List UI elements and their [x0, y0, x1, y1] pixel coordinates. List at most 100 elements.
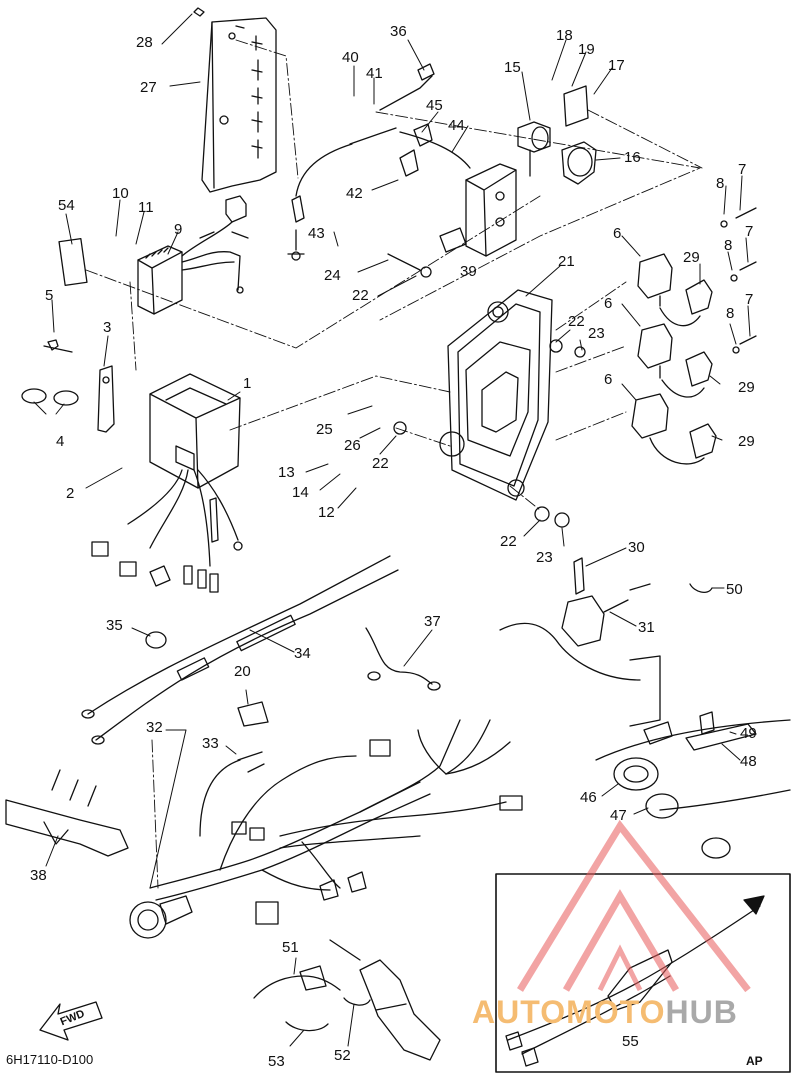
cable-44 — [295, 143, 353, 197]
callout-39: 39 — [460, 263, 477, 280]
callout-6b: 6 — [604, 295, 613, 312]
clip-52 — [343, 997, 371, 1006]
relay-15 — [517, 121, 551, 177]
rectifier-9 — [137, 195, 249, 315]
callout-36: 36 — [390, 23, 407, 40]
callout-23b: 23 — [536, 549, 553, 566]
callout-22d: 22 — [500, 533, 517, 550]
callout-17: 17 — [608, 57, 625, 74]
callout-4: 4 — [56, 433, 65, 450]
inset-box — [495, 873, 791, 1073]
callout-7a: 7 — [738, 161, 747, 178]
caps-33 — [237, 751, 265, 773]
callout-8c: 8 — [726, 305, 735, 322]
callout-22a: 22 — [352, 287, 369, 304]
callout-24: 24 — [324, 267, 341, 284]
callout-33: 33 — [202, 735, 219, 752]
grommet-46 — [613, 757, 659, 791]
callout-32: 32 — [146, 719, 163, 736]
callout-44: 44 — [448, 117, 465, 134]
bracket-38 — [5, 769, 129, 857]
callout-12: 12 — [318, 504, 335, 521]
callout-35: 35 — [106, 617, 123, 634]
callout-31: 31 — [638, 619, 655, 636]
callout-42: 42 — [346, 185, 363, 202]
cover-panel-27 — [193, 7, 277, 193]
holder-16 — [561, 141, 597, 185]
callout-22c: 22 — [372, 455, 389, 472]
part-30 — [573, 557, 585, 595]
clamp-53 — [285, 1021, 329, 1032]
clamps-4 — [21, 388, 79, 406]
callout-51: 51 — [282, 939, 299, 956]
callout-22b: 22 — [568, 313, 585, 330]
callout-28: 28 — [136, 34, 153, 51]
callout-8a: 8 — [716, 175, 725, 192]
callout-21: 21 — [558, 253, 575, 270]
callout-18: 18 — [556, 27, 573, 44]
lead-37 — [365, 627, 433, 685]
callout-2: 2 — [66, 485, 75, 502]
callout-45: 45 — [426, 97, 443, 114]
watermark-text: AUTOMOTOHUB — [472, 994, 738, 1031]
callout-52: 52 — [334, 1047, 351, 1064]
bracket-17 — [563, 85, 589, 127]
callout-3: 3 — [103, 319, 112, 336]
callout-50: 50 — [726, 581, 743, 598]
callout-54: 54 — [58, 197, 75, 214]
callout-49: 49 — [740, 725, 757, 742]
callout-53: 53 — [268, 1053, 285, 1070]
callout-34: 34 — [294, 645, 311, 662]
callout-41: 41 — [366, 65, 383, 82]
ignition-coils-6 — [631, 253, 705, 465]
callout-8b: 8 — [724, 237, 733, 254]
callout-30: 30 — [628, 539, 645, 556]
bolt-49 — [699, 711, 715, 735]
callout-1: 1 — [243, 375, 252, 392]
bracket-3 — [43, 339, 115, 433]
callout-38: 38 — [30, 867, 47, 884]
callout-16: 16 — [624, 149, 641, 166]
base-plate-21 — [439, 289, 553, 501]
starter-relay-39 — [439, 163, 517, 257]
plate-48 — [685, 723, 757, 751]
fwd-arrow-icon — [39, 1001, 103, 1041]
callout-27: 27 — [140, 79, 157, 96]
callout-40: 40 — [342, 49, 359, 66]
leader-lines — [33, 13, 751, 1047]
callout-5: 5 — [45, 287, 54, 304]
callout-47: 47 — [610, 807, 627, 824]
cdi-unit-1 — [91, 373, 243, 593]
assembly-lines — [85, 39, 703, 889]
callout-29c: 29 — [738, 433, 755, 450]
callout-19: 19 — [578, 41, 595, 58]
plug-caps-29 — [659, 279, 717, 459]
callout-20: 20 — [234, 663, 251, 680]
inset-label: AP — [746, 1054, 763, 1068]
clip-50 — [689, 583, 713, 594]
callout-26: 26 — [344, 437, 361, 454]
callout-43: 43 — [308, 225, 325, 242]
holder-20 — [237, 701, 269, 727]
clip-35 — [145, 631, 167, 649]
callout-29a: 29 — [683, 249, 700, 266]
cable-34 — [87, 555, 391, 715]
watermark-text-part1: AUTOMOTO — [472, 994, 666, 1030]
callout-46: 46 — [580, 789, 597, 806]
bolt-24 — [387, 253, 421, 271]
watermark-text-part2: HUB — [665, 994, 738, 1030]
callout-9: 9 — [174, 221, 183, 238]
callout-15: 15 — [504, 59, 521, 76]
callout-48: 48 — [740, 753, 757, 770]
callout-14: 14 — [292, 484, 309, 501]
callout-25: 25 — [316, 421, 333, 438]
main-harness-32 — [129, 719, 523, 939]
callout-7b: 7 — [745, 223, 754, 240]
watermark-logo — [517, 819, 751, 993]
callout-6a: 6 — [613, 225, 622, 242]
callout-6c: 6 — [604, 371, 613, 388]
callout-7c: 7 — [745, 291, 754, 308]
oring-47 — [645, 793, 679, 819]
drawing-code: 6H17110-D100 — [6, 1052, 94, 1067]
